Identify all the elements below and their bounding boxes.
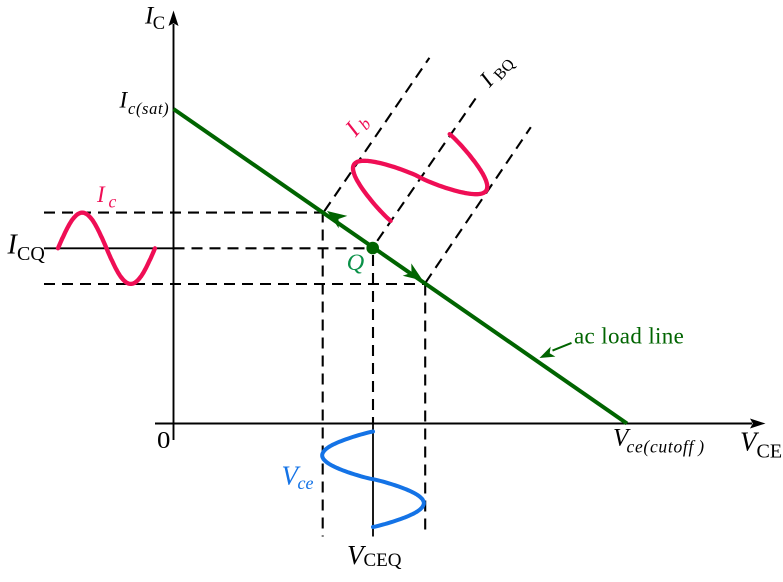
svg-text:ce(cutoff ): ce(cutoff ) (627, 437, 705, 457)
svg-text:CEQ: CEQ (364, 550, 402, 571)
svg-text:ce: ce (298, 473, 314, 493)
svg-text:ac load line: ac load line (574, 324, 684, 349)
svg-text:C: C (153, 14, 165, 34)
svg-text:CQ: CQ (17, 243, 45, 265)
svg-text:I: I (96, 182, 106, 207)
svg-text:I: I (119, 88, 129, 113)
svg-text:CE: CE (757, 440, 783, 462)
svg-text:Q: Q (347, 250, 365, 276)
svg-text:c: c (109, 192, 117, 212)
svg-text:c(sat): c(sat) (128, 99, 169, 118)
svg-text:V: V (282, 461, 302, 491)
svg-text:I: I (144, 2, 155, 29)
svg-text:V: V (740, 426, 760, 456)
svg-text:0: 0 (157, 428, 170, 454)
svg-text:V: V (613, 425, 631, 452)
svg-text:I: I (7, 230, 19, 261)
svg-text:V: V (347, 540, 367, 570)
